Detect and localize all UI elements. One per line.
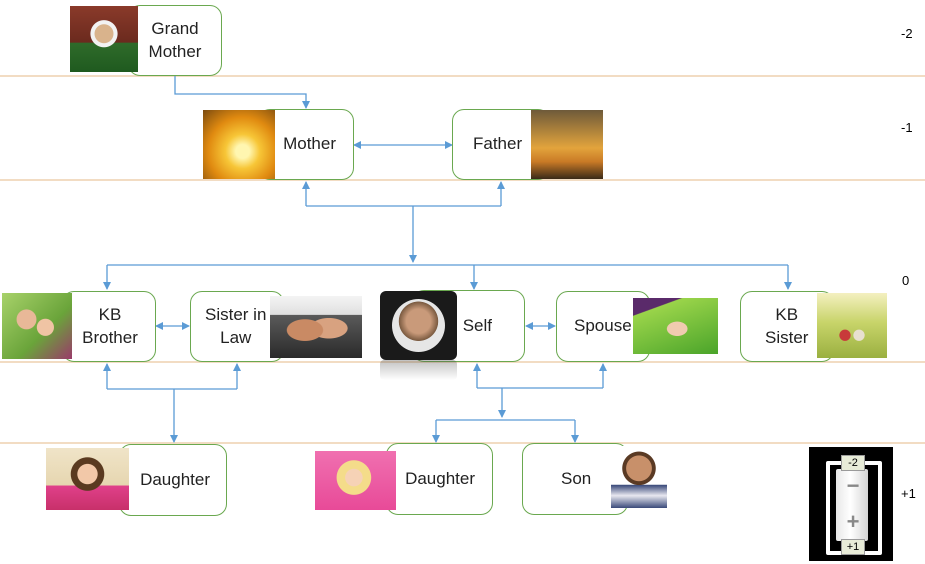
grand-mother-photo bbox=[70, 6, 138, 72]
sister-in-law-label-line2: Law bbox=[220, 327, 252, 347]
grand-mother-label-line1: Grand bbox=[151, 19, 199, 39]
sister-in-law-photo bbox=[270, 296, 362, 358]
daughter-right-label: Daughter bbox=[405, 468, 475, 488]
kb-sister-label-line2: Sister bbox=[765, 327, 809, 347]
level-separator bbox=[0, 75, 925, 77]
daughter-left-box[interactable]: Daughter bbox=[119, 444, 227, 516]
mother-photo bbox=[203, 110, 275, 179]
zoom-widget-track[interactable] bbox=[836, 469, 868, 541]
self-photo-face bbox=[392, 299, 445, 352]
zoom-bottom-label: +1 bbox=[841, 539, 865, 555]
level-separator bbox=[0, 179, 925, 181]
self-photo-reflection bbox=[380, 360, 457, 380]
daughter-left-label: Daughter bbox=[140, 469, 210, 489]
level-separator bbox=[0, 361, 925, 363]
level-label-0: 0 bbox=[902, 273, 910, 288]
minus-icon[interactable]: − bbox=[846, 473, 860, 498]
connector-grandmother-mother bbox=[174, 76, 310, 109]
kb-brother-label-line2: Brother bbox=[82, 327, 138, 347]
mother-label: Mother bbox=[283, 134, 336, 154]
zoom-top-label: -2 bbox=[841, 455, 865, 471]
son-box[interactable]: Son bbox=[522, 443, 628, 515]
kb-brother-photo bbox=[2, 293, 72, 359]
grand-mother-label-line2: Mother bbox=[148, 41, 202, 61]
daughter-right-photo bbox=[315, 451, 396, 510]
level-zoom-widget[interactable]: -2 − + +1 bbox=[809, 447, 893, 561]
father-label: Father bbox=[473, 134, 523, 154]
daughter-left-photo bbox=[46, 448, 129, 510]
son-label: Son bbox=[561, 468, 592, 488]
level-label-minus-2: -2 bbox=[901, 26, 913, 41]
father-photo bbox=[531, 110, 603, 179]
kb-sister-label-line1: KB bbox=[775, 305, 799, 325]
self-photo bbox=[380, 291, 457, 360]
spouse-label: Spouse bbox=[574, 316, 632, 336]
level-label-minus-1: -1 bbox=[901, 120, 913, 135]
kb-brother-label-line1: KB bbox=[98, 305, 122, 325]
spouse-photo bbox=[633, 298, 718, 354]
son-photo bbox=[611, 446, 667, 508]
daughter-right-box[interactable]: Daughter bbox=[386, 443, 493, 515]
level-label-plus-1: +1 bbox=[901, 486, 916, 501]
sister-in-law-label-line1: Sister in bbox=[205, 305, 267, 325]
self-label: Self bbox=[462, 315, 492, 335]
plus-icon[interactable]: + bbox=[846, 509, 860, 534]
kb-sister-photo bbox=[817, 293, 887, 358]
